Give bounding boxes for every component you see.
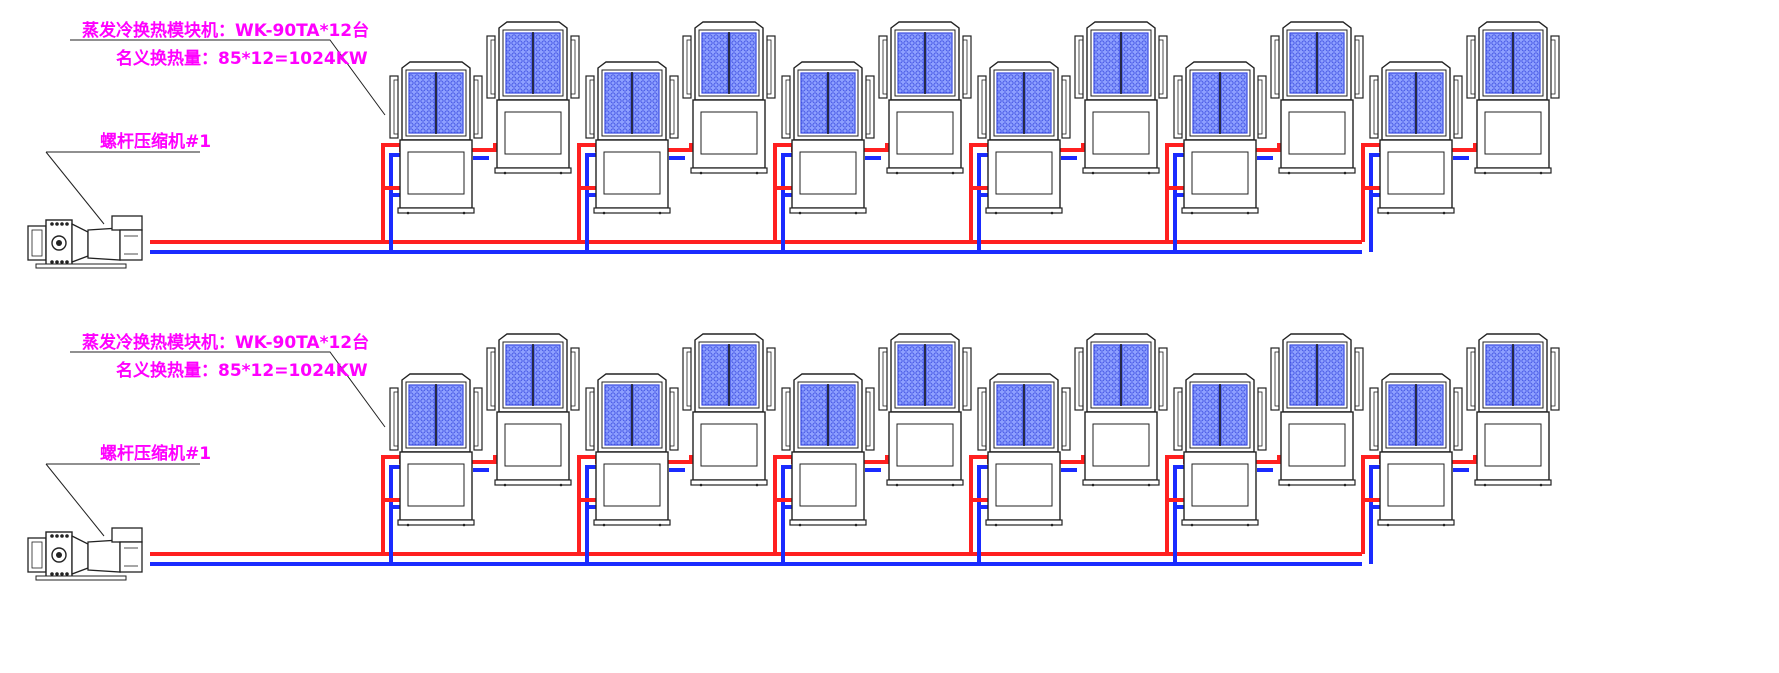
condenser-module xyxy=(1270,21,1364,175)
unit-leader-line xyxy=(70,39,386,116)
condenser-module xyxy=(1074,21,1168,175)
condenser-module xyxy=(1074,333,1168,487)
return-branch-pipe xyxy=(781,465,793,564)
condenser-module xyxy=(781,61,875,215)
unit-leader-line xyxy=(70,351,386,428)
capacity-label: 名义换热量：85*12=1024KW xyxy=(116,48,368,69)
condenser-module xyxy=(977,61,1071,215)
return-branch-pipe xyxy=(1369,465,1381,564)
condenser-module xyxy=(1369,61,1463,215)
return-branch-pipe xyxy=(1173,153,1185,252)
condenser-module xyxy=(1466,21,1560,175)
return-branch-pipe xyxy=(977,153,989,252)
unit-model-label: 蒸发冷换热模块机：WK-90TA*12台 xyxy=(82,332,369,353)
condenser-module xyxy=(977,373,1071,527)
return-branch-pipe xyxy=(1369,153,1381,252)
condenser-module xyxy=(389,373,483,527)
unit-model-label: 蒸发冷换热模块机：WK-90TA*12台 xyxy=(82,20,369,41)
condenser-module xyxy=(1466,333,1560,487)
condenser-module xyxy=(878,21,972,175)
screw-compressor-icon xyxy=(27,527,143,581)
return-branch-pipe xyxy=(977,465,989,564)
screw-compressor-icon xyxy=(27,215,143,269)
compressor-label: 螺杆压缩机#1 xyxy=(100,443,211,464)
return-branch-pipe xyxy=(389,465,401,564)
compressor-label: 螺杆压缩机#1 xyxy=(100,131,211,152)
condenser-module xyxy=(585,61,679,215)
condenser-module xyxy=(781,373,875,527)
condenser-module xyxy=(682,333,776,487)
condenser-module xyxy=(389,61,483,215)
return-branch-pipe xyxy=(1173,465,1185,564)
capacity-label: 名义换热量：85*12=1024KW xyxy=(116,360,368,381)
condenser-module xyxy=(486,333,580,487)
condenser-module xyxy=(682,21,776,175)
return-branch-pipe xyxy=(585,465,597,564)
condenser-module xyxy=(1270,333,1364,487)
condenser-module xyxy=(585,373,679,527)
condenser-module xyxy=(486,21,580,175)
module-array xyxy=(389,333,1560,527)
condenser-module xyxy=(1173,373,1267,527)
return-branch-pipe xyxy=(389,153,401,252)
condenser-module xyxy=(1173,61,1267,215)
pipe-network xyxy=(150,143,1483,254)
module-array xyxy=(389,21,1560,215)
return-branch-pipe xyxy=(781,153,793,252)
return-branch-pipe xyxy=(585,153,597,252)
condenser-module xyxy=(878,333,972,487)
condenser-module xyxy=(1369,373,1463,527)
